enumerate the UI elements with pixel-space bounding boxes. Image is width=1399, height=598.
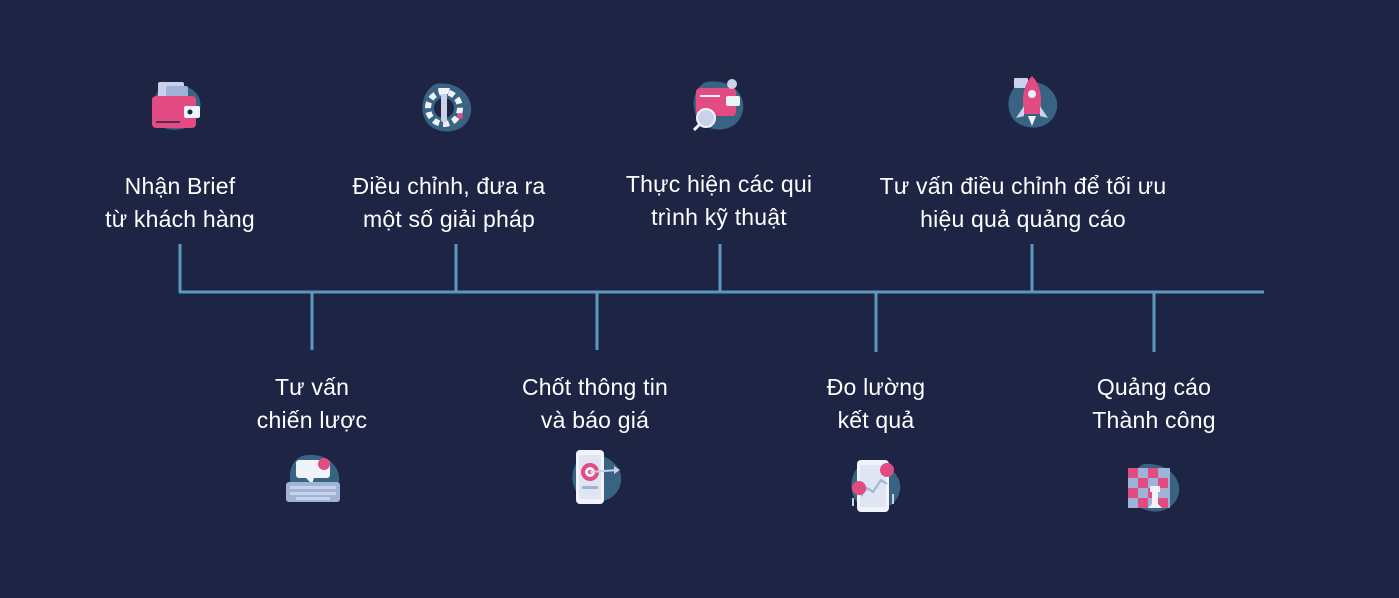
step-measure-label: Đo lường kết quả xyxy=(736,371,1016,437)
step-quote-label: Chốt thông tin và báo giá xyxy=(455,371,735,437)
step-success-label: Quảng cáo Thành công xyxy=(1014,371,1294,437)
step-line: và báo giá xyxy=(540,407,650,433)
step-line: Tư vấn điều chỉnh để tối ưu xyxy=(879,173,1167,199)
step-technical-label: Thực hiện các qui trình kỹ thuật xyxy=(579,168,859,234)
step-line: chiến lược xyxy=(256,407,368,433)
step-brief-label: Nhận Brief từ khách hàng xyxy=(40,170,320,236)
step-line: Quảng cáo xyxy=(1096,374,1212,400)
rocket-icon xyxy=(1008,76,1058,128)
step-line: từ khách hàng xyxy=(105,206,255,232)
step-line: Thực hiện các qui xyxy=(625,171,813,197)
step-line: Nhận Brief xyxy=(124,173,236,199)
gear-wrench-icon xyxy=(422,83,472,132)
step-line: hiệu quả quảng cáo xyxy=(920,206,1126,232)
chess-board-icon xyxy=(1128,463,1180,512)
step-line: Đo lường xyxy=(826,374,926,400)
step-line: trình kỹ thuật xyxy=(651,204,787,230)
step-line: Thành công xyxy=(1092,407,1216,433)
step-strategy-label: Tư vấn chiến lược xyxy=(172,371,452,437)
wallet-search-icon xyxy=(692,79,744,132)
step-optimize-label: Tư vấn điều chỉnh để tối ưu hiệu quả quả… xyxy=(843,170,1203,236)
step-line: kết quả xyxy=(837,407,915,433)
step-line: Điều chỉnh, đưa ra xyxy=(352,173,546,199)
step-line: Tư vấn xyxy=(274,374,350,400)
step-line: một số giải pháp xyxy=(363,206,535,232)
step-adjust-label: Điều chỉnh, đưa ra một số giải pháp xyxy=(309,170,589,236)
keyboard-chat-icon xyxy=(286,454,340,502)
phone-money-icon xyxy=(851,460,901,512)
wallet-icon xyxy=(152,82,201,130)
step-line: Chốt thông tin xyxy=(521,374,668,400)
phone-target-icon xyxy=(572,450,622,504)
